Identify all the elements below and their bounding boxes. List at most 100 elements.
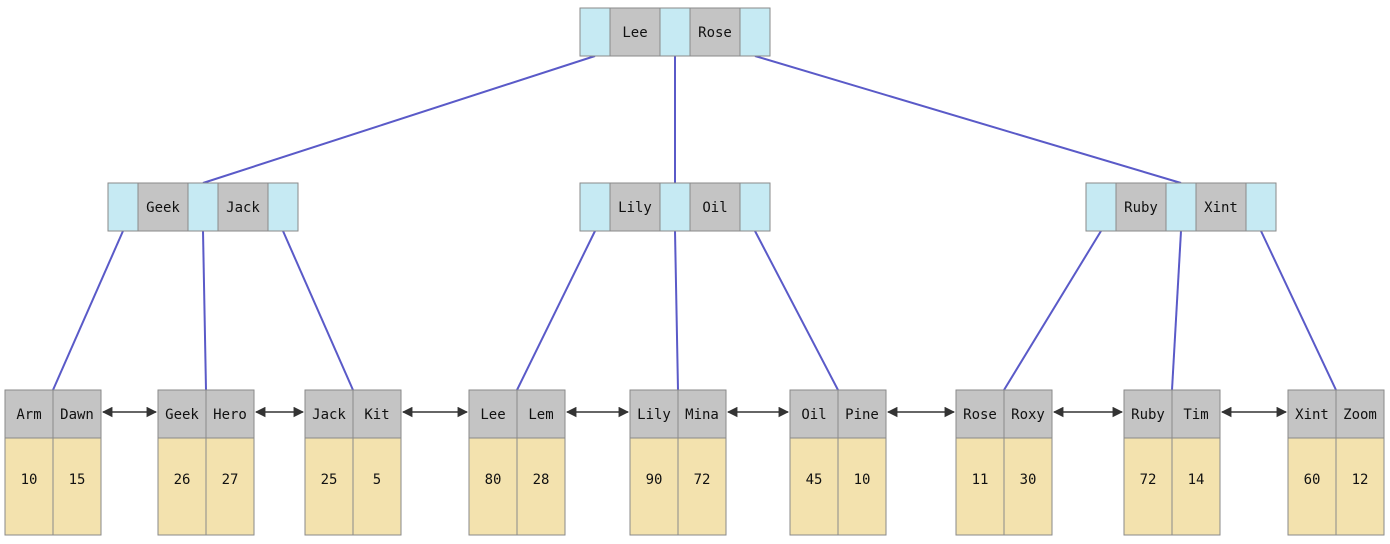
leaf-key-label: Xint: [1295, 407, 1329, 423]
leaf-key-label: Ruby: [1131, 407, 1165, 423]
leaf-value-label: 60: [1304, 472, 1321, 488]
leaf-value-cell: [1335, 437, 1385, 536]
tree-edge: [52, 230, 124, 391]
leaf-node: Xint 60 Zoom 12: [1287, 389, 1385, 536]
leaf-value-label: 26: [174, 472, 191, 488]
leaf-key-cell: [157, 389, 207, 439]
leaf-node: Oil 45 Pine 10: [789, 389, 887, 536]
leaf-value-cell: [837, 437, 887, 536]
leaf-key-label: Kit: [364, 407, 389, 423]
pointer-cell: [579, 7, 611, 57]
tree-edge: [516, 230, 596, 391]
leaf-key-cell: [1171, 389, 1221, 439]
leaf-node: Geek 26 Hero 27: [157, 389, 255, 536]
leaf-key-label: Mina: [685, 407, 719, 423]
pointer-cell: [739, 182, 771, 232]
tree-edge: [754, 55, 1182, 184]
key-cell: [137, 182, 189, 232]
leaf-key-label: Lily: [637, 407, 671, 423]
leaf-key-cell: [205, 389, 255, 439]
leaf-value-label: 11: [972, 472, 989, 488]
leaf-key-label: Roxy: [1011, 407, 1045, 423]
key-label: Lily: [618, 200, 652, 216]
leaf-value-cell: [1171, 437, 1221, 536]
pointer-cell: [267, 182, 299, 232]
leaf-key-label: Zoom: [1343, 407, 1377, 423]
leaf-key-cell: [629, 389, 679, 439]
key-label: Rose: [698, 25, 732, 41]
leaf-key-label: Tim: [1183, 407, 1208, 423]
leaf-key-label: Hero: [213, 407, 247, 423]
leaf-value-label: 27: [222, 472, 239, 488]
leaf-key-label: Arm: [16, 407, 41, 423]
leaf-value-label: 80: [485, 472, 502, 488]
tree-edge: [1171, 230, 1182, 391]
leaf-value-label: 10: [21, 472, 38, 488]
leaf-value-label: 28: [533, 472, 550, 488]
tree-edge: [754, 230, 839, 391]
leaf-value-cell: [304, 437, 354, 536]
leaf-value-cell: [629, 437, 679, 536]
leaf-key-label: Dawn: [60, 407, 94, 423]
key-cell: [689, 7, 741, 57]
key-cell: [1195, 182, 1247, 232]
leaf-key-cell: [1003, 389, 1053, 439]
leaf-key-label: Jack: [312, 407, 346, 423]
leaf-value-cell: [1003, 437, 1053, 536]
pointer-cell: [579, 182, 611, 232]
pointer-cell: [659, 7, 691, 57]
leaf-key-label: Pine: [845, 407, 879, 423]
leaf-key-cell: [52, 389, 102, 439]
leaf-value-cell: [1287, 437, 1337, 536]
key-cell: [689, 182, 741, 232]
pointer-cell: [1085, 182, 1117, 232]
pointer-cell: [187, 182, 219, 232]
leaf-value-label: 90: [646, 472, 663, 488]
leaf-value-cell: [4, 437, 54, 536]
leaf-node: Lee 80 Lem 28: [468, 389, 566, 536]
leaf-key-label: Geek: [165, 407, 199, 423]
leaf-value-label: 12: [1352, 472, 1369, 488]
leaf-value-cell: [1123, 437, 1173, 536]
leaf-key-label: Lem: [528, 407, 553, 423]
leaf-value-cell: [352, 437, 402, 536]
key-label: Xint: [1204, 200, 1238, 216]
leaf-value-label: 30: [1020, 472, 1037, 488]
leaf-value-cell: [52, 437, 102, 536]
leaf-key-label: Lee: [480, 407, 505, 423]
leaf-value-label: 5: [373, 472, 381, 488]
leaf-value-cell: [516, 437, 566, 536]
tree-edges: [52, 55, 1337, 391]
key-label: Ruby: [1124, 200, 1158, 216]
pointer-cell: [1165, 182, 1197, 232]
tree-edge: [282, 230, 354, 391]
leaf-value-label: 10: [854, 472, 871, 488]
leaf-value-cell: [205, 437, 255, 536]
leaf-value-cell: [789, 437, 839, 536]
key-label: Oil: [702, 200, 727, 216]
leaf-value-cell: [468, 437, 518, 536]
internal-node: Ruby Xint: [1085, 182, 1277, 232]
leaf-node: Lily 90 Mina 72: [629, 389, 727, 536]
leaf-key-cell: [1335, 389, 1385, 439]
tree-edge: [202, 230, 207, 391]
key-label: Jack: [226, 200, 260, 216]
internal-node: Lily Oil: [579, 182, 771, 232]
leaf-key-cell: [837, 389, 887, 439]
leaf-key-cell: [677, 389, 727, 439]
tree-edge: [202, 55, 596, 184]
leaf-value-label: 72: [694, 472, 711, 488]
pointer-cell: [739, 7, 771, 57]
pointer-cell: [1245, 182, 1277, 232]
leaf-value-cell: [157, 437, 207, 536]
leaf-value-label: 45: [806, 472, 823, 488]
leaf-key-label: Oil: [801, 407, 826, 423]
